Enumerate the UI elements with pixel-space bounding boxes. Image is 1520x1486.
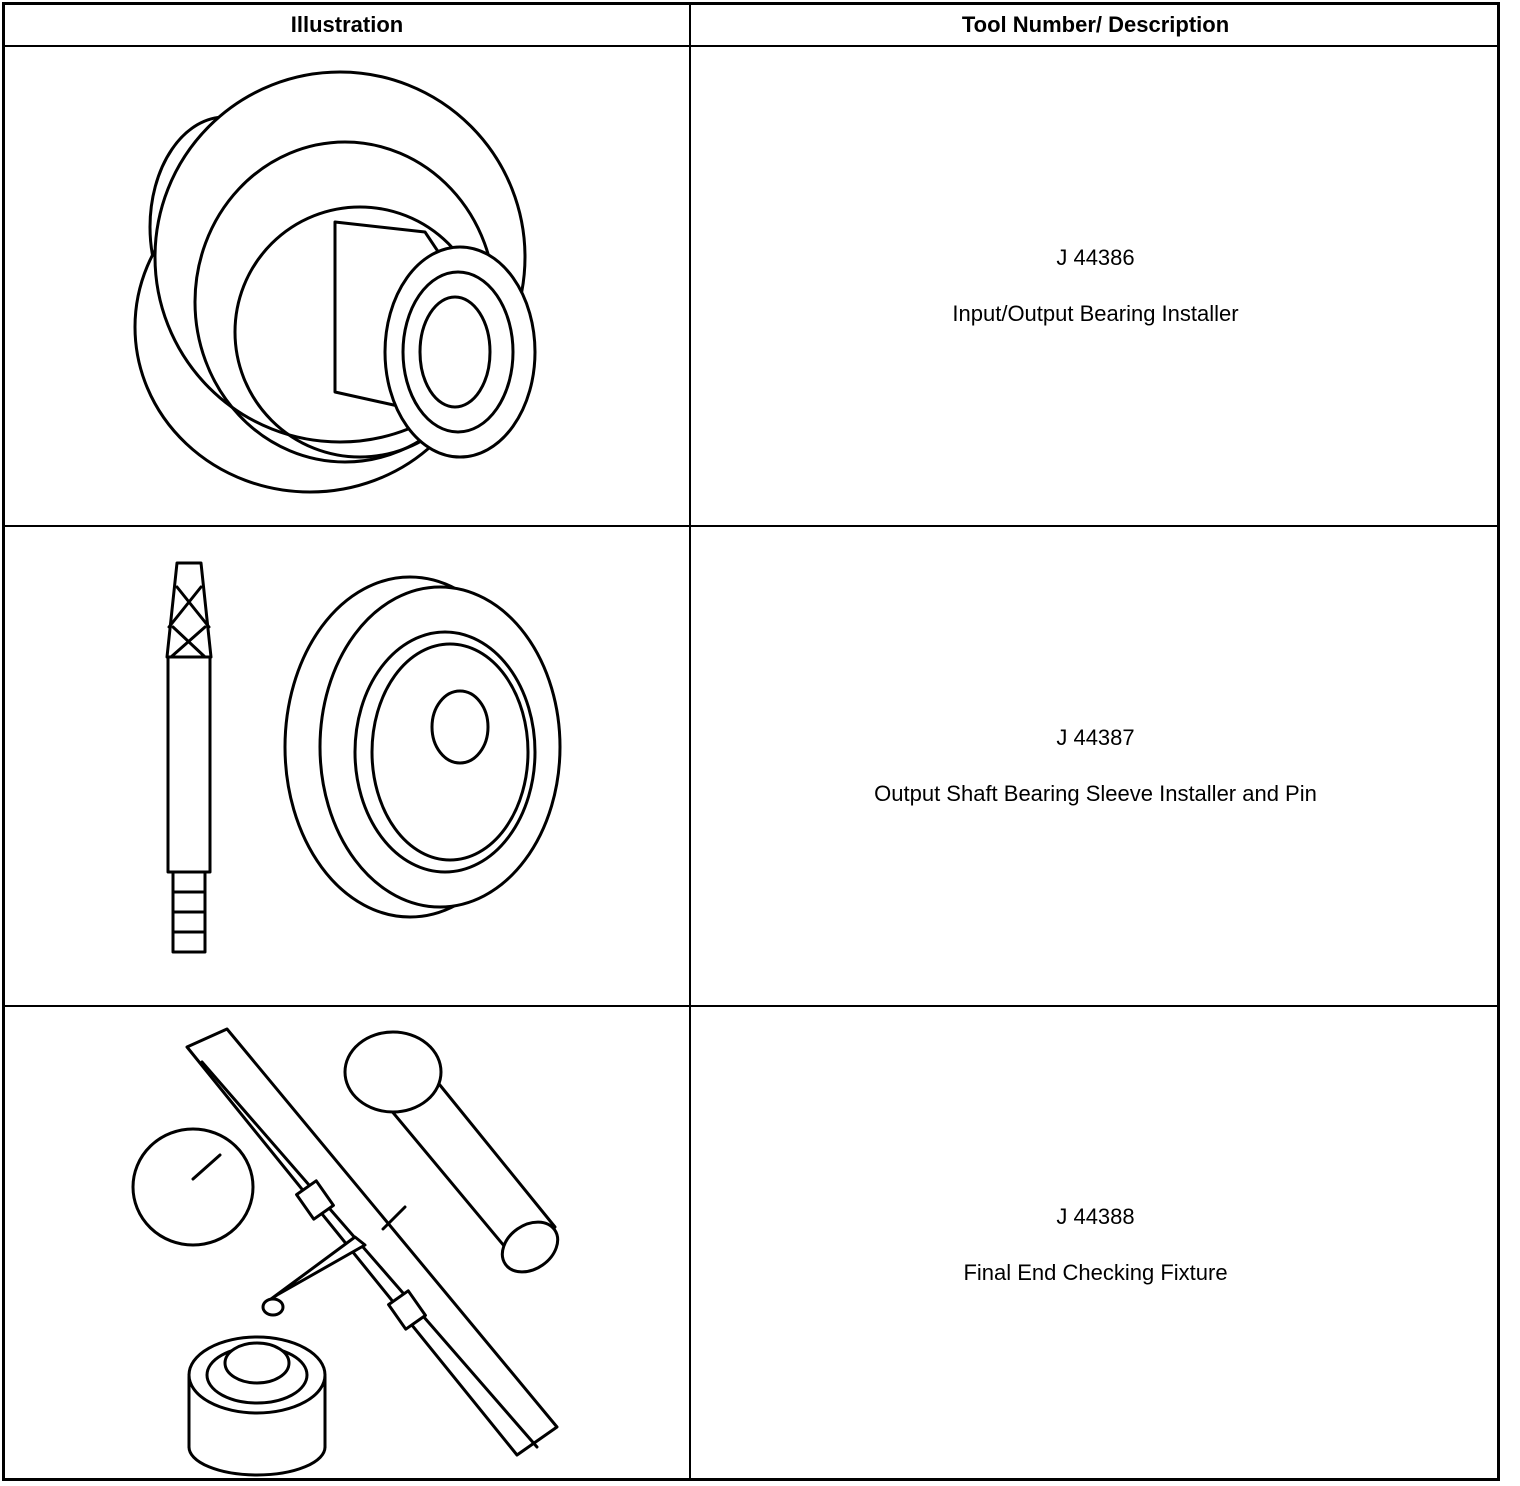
description-cell: J 44386 Input/Output Bearing Installer bbox=[691, 47, 1500, 525]
tool-description: Final End Checking Fixture bbox=[963, 1259, 1228, 1285]
tool-number: J 44388 bbox=[1056, 1203, 1135, 1229]
description-cell: J 44388 Final End Checking Fixture bbox=[691, 1007, 1500, 1482]
tool-description: Input/Output Bearing Installer bbox=[952, 301, 1239, 326]
header-divider bbox=[5, 45, 1497, 47]
illustration-cell bbox=[5, 47, 689, 525]
tool-description: Output Shaft Bearing Sleeve Installer an… bbox=[874, 781, 1317, 806]
bearing-installer-icon bbox=[133, 70, 537, 494]
row-divider bbox=[5, 1005, 1497, 1007]
tool-number: J 44387 bbox=[1056, 725, 1135, 750]
row-divider bbox=[5, 525, 1497, 527]
header-illustration: Illustration bbox=[290, 12, 404, 37]
end-checking-fixture-icon bbox=[131, 1027, 560, 1477]
column-divider bbox=[689, 5, 691, 1478]
illustration-cell bbox=[5, 527, 689, 1005]
sleeve-installer-and-pin-icon bbox=[165, 561, 562, 954]
illustration-cell bbox=[5, 1007, 689, 1482]
description-cell: J 44387 Output Shaft Bearing Sleeve Inst… bbox=[691, 527, 1500, 1005]
header-description: Tool Number/ Description bbox=[961, 12, 1230, 37]
tool-number: J 44386 bbox=[1056, 245, 1135, 270]
